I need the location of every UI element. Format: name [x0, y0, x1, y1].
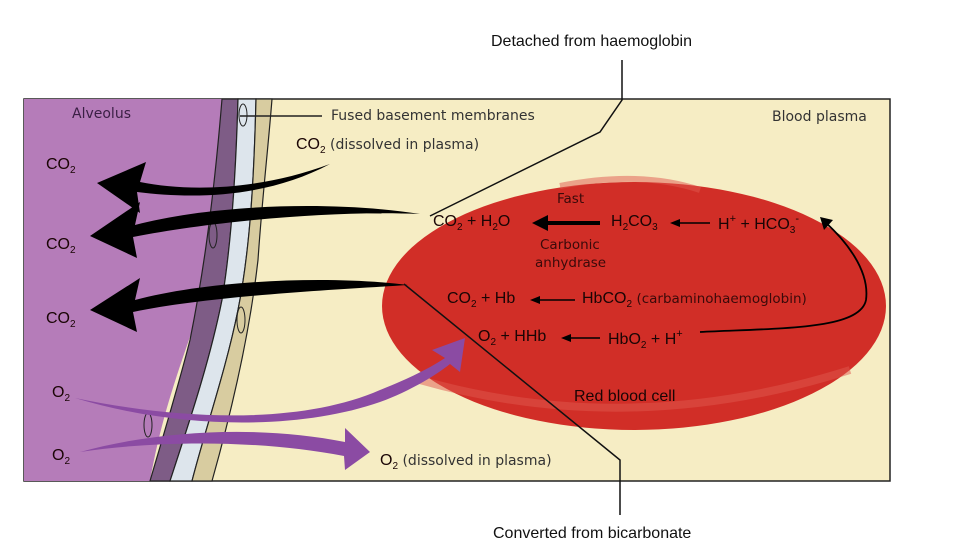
reaction-o2-hhb: O2 + HHb [478, 328, 547, 348]
reaction-hbco2: HbCO2 (carbaminohaemoglobin) [582, 290, 807, 310]
reaction-co2-hb: CO2 + Hb [447, 290, 516, 310]
rbc-highlight [418, 366, 852, 412]
o2-arrow-to-rbc [75, 338, 465, 423]
anhydrase-label: anhydrase [535, 255, 607, 271]
co2-dissolved-label: CO2 (dissolved in plasma) [296, 136, 480, 156]
callout-line-converted [403, 283, 621, 515]
cell-nucleus [236, 306, 246, 334]
rbc-highlight [559, 175, 701, 193]
co2-arrow-3 [90, 278, 408, 332]
fused-basement-membranes-label: Fused basement membranes [331, 108, 535, 124]
co2-arrow-1 [97, 162, 330, 213]
blood-plasma-label: Blood plasma [772, 109, 867, 125]
o2-dissolved-label: O2 (dissolved in plasma) [380, 452, 552, 472]
arrowhead [561, 334, 571, 342]
cell-nucleus [238, 103, 248, 127]
callout-line-detached [429, 60, 623, 217]
alveolus-co2-1: CO2 [46, 156, 76, 176]
co2-arrow-2 [90, 202, 420, 258]
arrowhead [532, 215, 548, 231]
h-plus-recycle-arrow [699, 221, 868, 333]
arrowhead [670, 219, 680, 227]
carbonic-label: Carbonic [540, 237, 600, 253]
red-blood-cell-label: Red blood cell [574, 388, 676, 405]
reaction-h2co3: H2CO3 [611, 213, 658, 233]
callout-converted-from-bicarbonate: Converted from bicarbonate [493, 525, 692, 542]
reaction-h-hco3: H+ + HCO3- [718, 213, 800, 236]
arrowhead [820, 217, 833, 230]
reaction-co2-h2o: CO2 + H2O [433, 213, 511, 233]
alveolus-o2-1: O2 [52, 384, 71, 404]
alveolus-co2-3: CO2 [46, 310, 76, 330]
callout-detached-from-haemoglobin: Detached from haemoglobin [491, 33, 693, 50]
alveolus-co2-2: CO2 [46, 236, 76, 256]
reaction-hbo2-h: HbO2 + H+ [608, 328, 683, 351]
alveolus-o2-2: O2 [52, 447, 71, 467]
o2-arrow-to-plasma [80, 428, 370, 470]
alveolus-label: Alveolus [72, 106, 131, 122]
arrowhead [530, 296, 540, 304]
fast-label: Fast [557, 191, 585, 207]
